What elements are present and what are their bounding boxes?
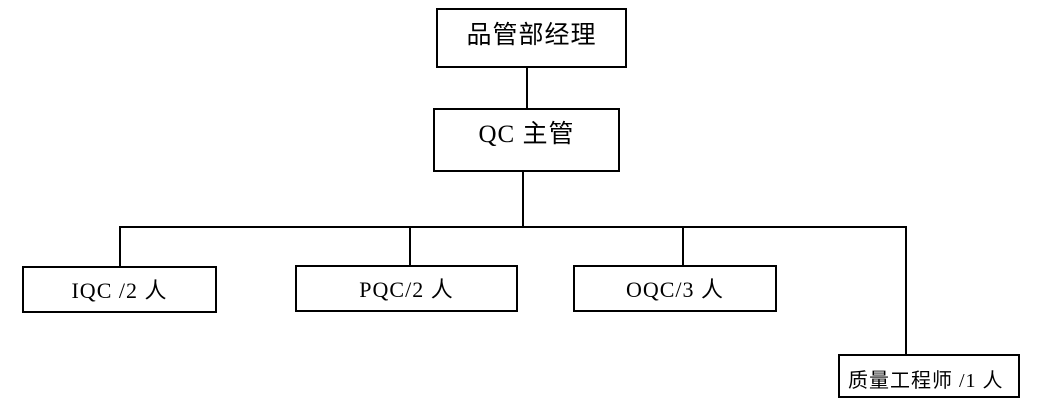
org-node-iqc: IQC /2 人 (22, 266, 217, 313)
org-node-pqc-label: PQC/2 人 (359, 277, 454, 302)
org-node-manager: 品管部经理 (436, 8, 627, 68)
connector-manager-to-qc (526, 68, 528, 108)
org-node-quality-engineer-label: 质量工程师 /1 人 (848, 370, 1004, 392)
org-node-oqc: OQC/3 人 (573, 265, 777, 312)
connector-drop-quality-engineer (905, 226, 907, 354)
org-node-pqc: PQC/2 人 (295, 265, 518, 312)
connector-qc-to-bar (522, 172, 524, 227)
org-node-iqc-label: IQC /2 人 (71, 278, 168, 303)
org-node-qc-supervisor: QC 主管 (433, 108, 620, 172)
org-node-quality-engineer: 质量工程师 /1 人 (838, 354, 1020, 398)
connector-drop-iqc (119, 226, 121, 266)
org-node-oqc-label: OQC/3 人 (625, 277, 725, 302)
connector-horizontal-bar (119, 226, 907, 228)
org-node-qc-supervisor-label: QC 主管 (478, 121, 575, 148)
connector-drop-pqc (409, 226, 411, 265)
connector-drop-oqc (682, 226, 684, 265)
org-node-manager-label: 品管部经理 (466, 22, 597, 49)
